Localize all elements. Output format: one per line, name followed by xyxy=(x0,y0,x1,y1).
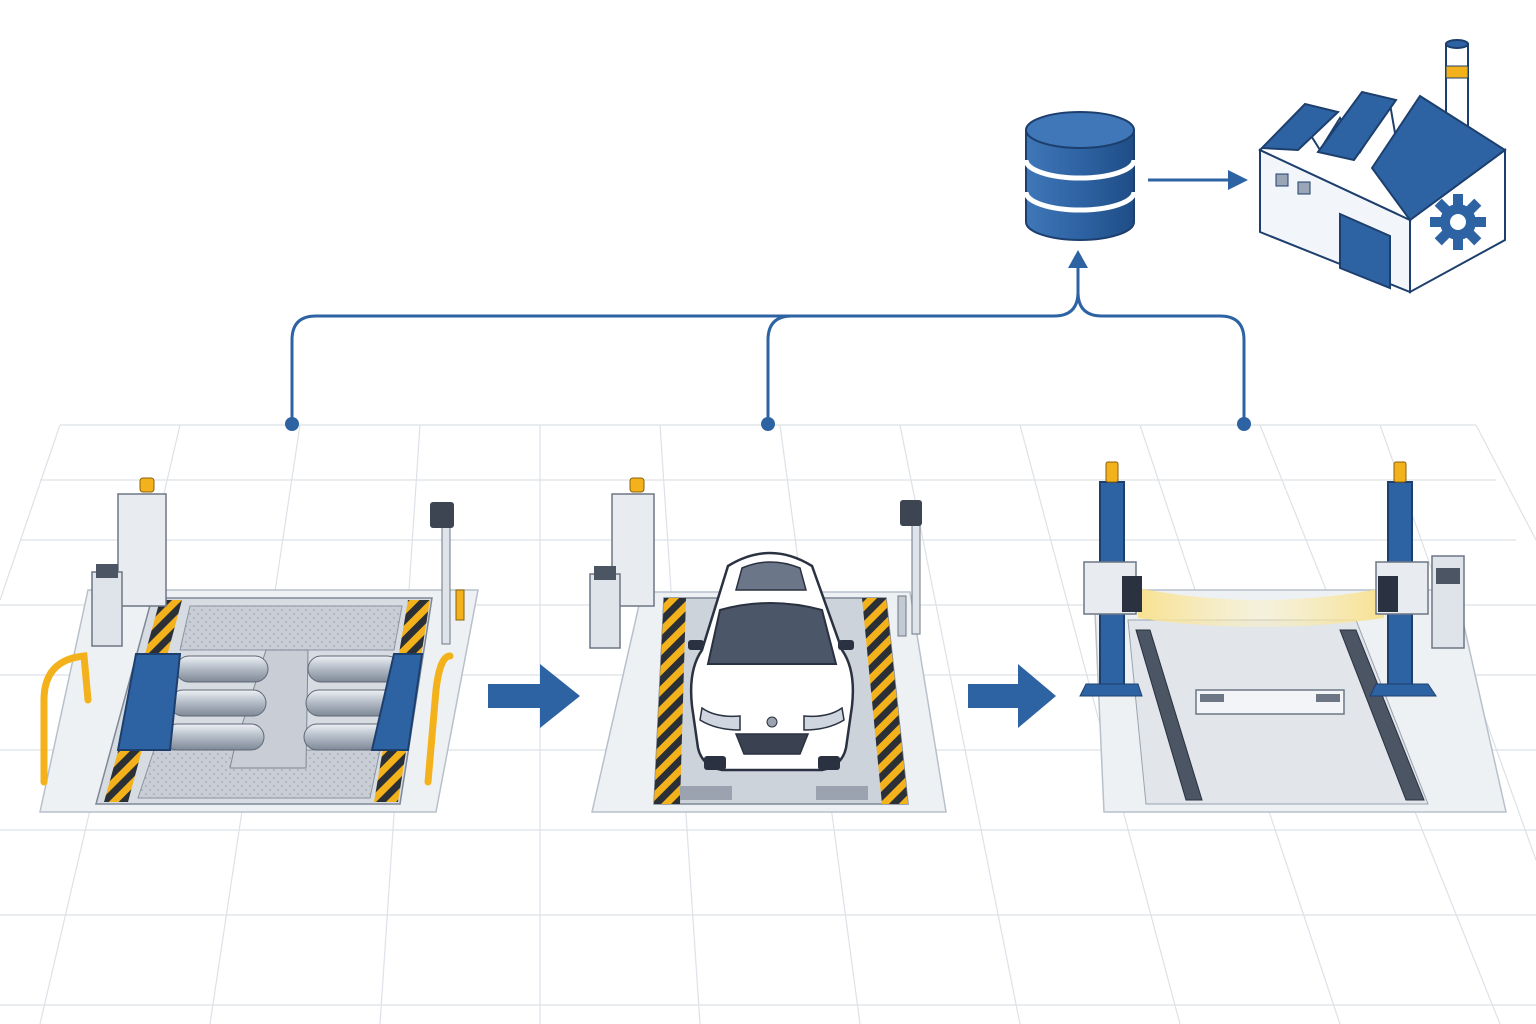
flow-arrow-two-icon xyxy=(968,664,1056,728)
factory-gear-icon xyxy=(1258,39,1507,294)
light-curtain-sensor-icon xyxy=(1079,461,1507,813)
car-on-test-pad-icon xyxy=(589,477,947,813)
station-two-node xyxy=(761,417,775,431)
database-icon xyxy=(1023,111,1137,241)
up-arrow-icon xyxy=(1068,250,1088,268)
light-beam xyxy=(1138,588,1384,627)
right-arrow-icon xyxy=(1148,170,1248,190)
data-connection-lines xyxy=(290,262,1246,424)
roller-test-bench-icon xyxy=(39,477,479,813)
station-one-node xyxy=(285,417,299,431)
station-one-link xyxy=(290,262,1080,424)
flow-arrow-one-icon xyxy=(488,664,580,728)
station-three-link xyxy=(1076,291,1246,424)
station-three-node xyxy=(1237,417,1251,431)
station-two-link xyxy=(766,314,793,424)
car-icon xyxy=(688,551,855,772)
